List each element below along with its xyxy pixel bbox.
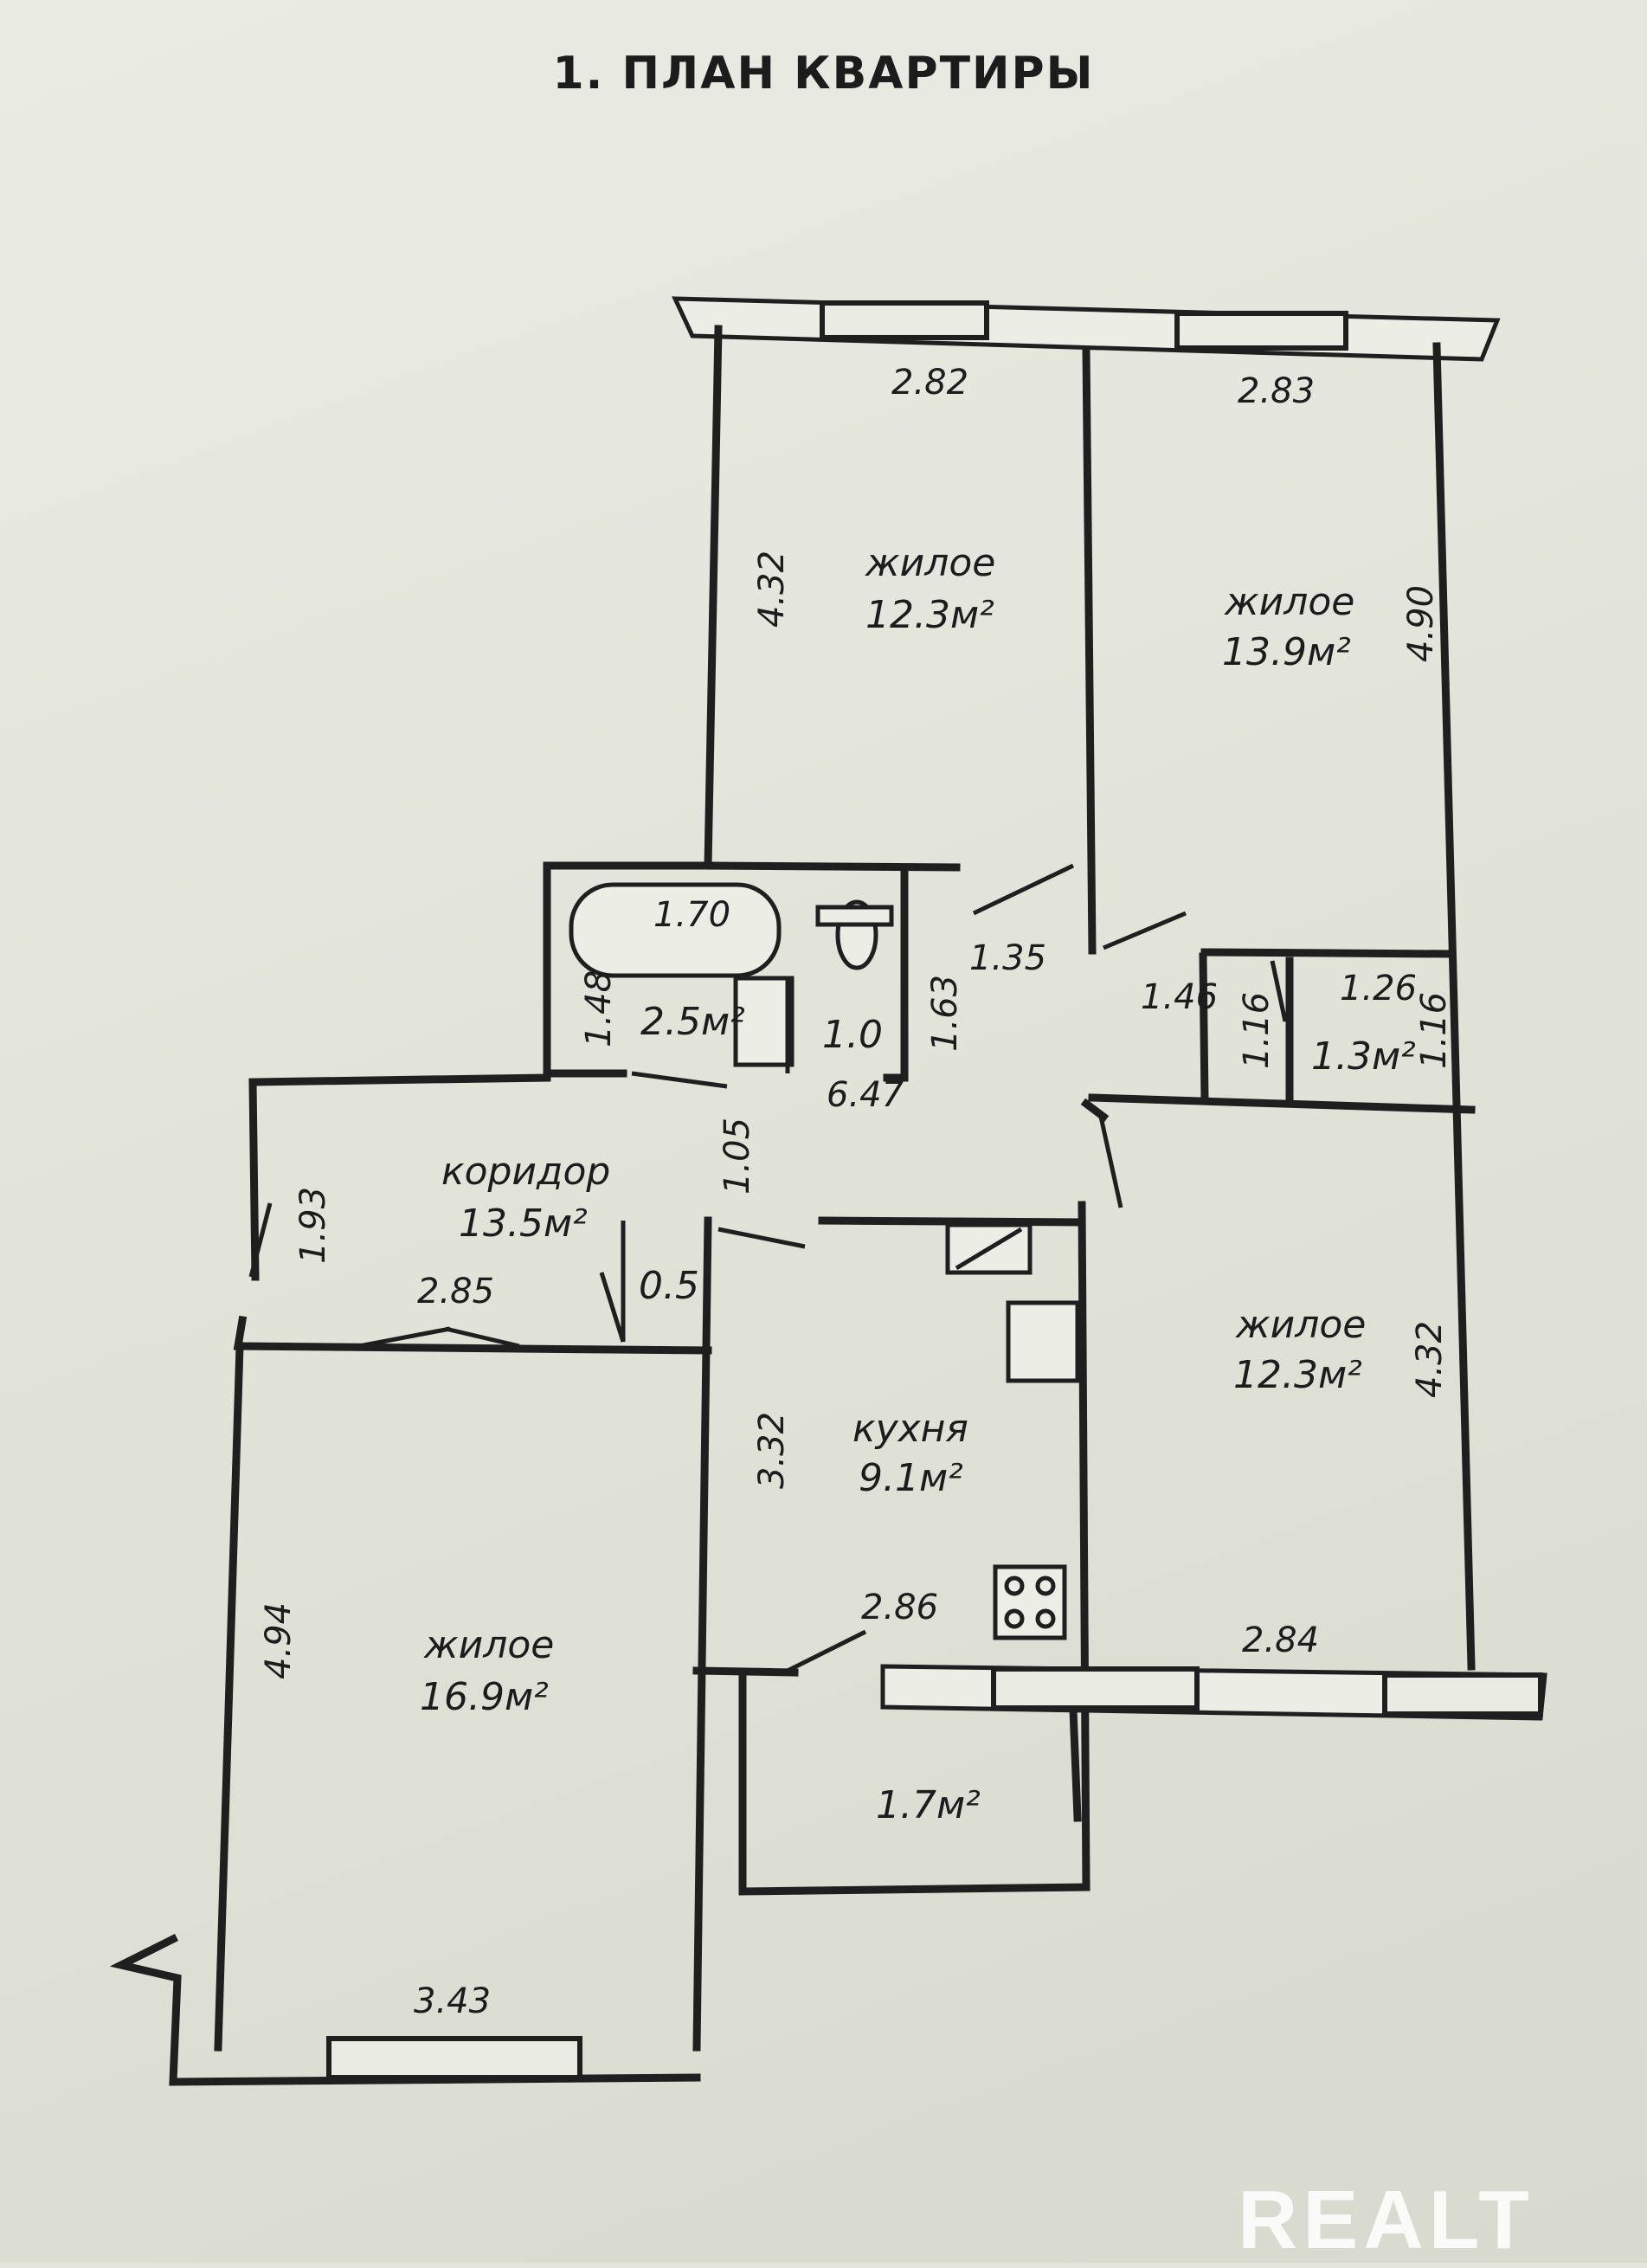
walls bbox=[214, 325, 1476, 2052]
dim-1-63: 1.63 bbox=[925, 975, 965, 1052]
window-top-2 bbox=[1174, 311, 1348, 351]
room-area-kitchen: 9.1м² bbox=[859, 1456, 963, 1500]
room-area-bathroom: 2.5м² bbox=[640, 1000, 745, 1044]
room-area-living-3: 12.3м² bbox=[1233, 1353, 1362, 1397]
dim-1-05: 1.05 bbox=[717, 1118, 757, 1195]
room-area-living-1: 12.3м² bbox=[865, 593, 994, 637]
room-area-toilet: 1.0 bbox=[822, 1013, 883, 1057]
dim-3-32: 3.32 bbox=[752, 1412, 792, 1489]
sink-icon bbox=[733, 976, 795, 1067]
window-kitchen bbox=[991, 1666, 1200, 1711]
dim-2-86: 2.86 bbox=[861, 1588, 938, 1627]
dimensions: 2.82 2.83 4.32 4.90 1.70 1.48 1.63 1.35 … bbox=[259, 363, 1454, 2021]
room-area-balcony: 1.7м² bbox=[876, 1783, 981, 1827]
dim-1-70: 1.70 bbox=[653, 895, 730, 935]
room-name-living-2: жилое bbox=[1224, 580, 1354, 624]
bathroom bbox=[543, 861, 909, 1082]
dim-2-83: 2.83 bbox=[1238, 371, 1315, 411]
dim-1-16-b: 1.16 bbox=[1414, 992, 1454, 1069]
dim-6-47: 6.47 bbox=[827, 1075, 904, 1115]
kitchen-fixtures bbox=[945, 1222, 1080, 1640]
dim-4-32-a: 4.32 bbox=[752, 551, 792, 628]
dim-3-43: 3.43 bbox=[414, 1981, 491, 2021]
room-name-kitchen: кухня bbox=[852, 1407, 968, 1451]
room-area-corridor: 13.5м² bbox=[459, 1202, 588, 1246]
dim-2-82: 2.82 bbox=[891, 363, 968, 403]
room-name-living-1: жилое bbox=[865, 541, 995, 585]
room-area-storage: 1.3м² bbox=[1311, 1034, 1416, 1079]
realt-watermark: REALT bbox=[1238, 2174, 1534, 2266]
doors bbox=[248, 863, 1288, 1673]
balcony-wall bbox=[880, 1664, 1547, 1822]
dim-1-93: 1.93 bbox=[293, 1187, 333, 1264]
dim-1-48: 1.48 bbox=[579, 970, 619, 1047]
dim-2-84: 2.84 bbox=[1242, 1620, 1319, 1660]
window-bottom bbox=[326, 2036, 582, 2080]
window-living-3 bbox=[1382, 1672, 1543, 1717]
room-area-living-4: 16.9м² bbox=[420, 1675, 549, 1719]
top-exterior-wall bbox=[672, 296, 1501, 362]
dim-2-85: 2.85 bbox=[417, 1272, 494, 1311]
room-labels: жилое 12.3м² жилое 13.9м² жилое 12.3м² ж… bbox=[420, 541, 1416, 1827]
bottom-exterior-wall bbox=[109, 1933, 701, 2086]
plan-title: 1. ПЛАН КВАРТИРЫ bbox=[552, 48, 1095, 100]
room-area-living-2: 13.9м² bbox=[1222, 630, 1351, 674]
dim-1-26: 1.26 bbox=[1340, 969, 1417, 1008]
kitchen-sink-icon bbox=[1006, 1300, 1080, 1383]
dim-4-94: 4.94 bbox=[259, 1602, 299, 1679]
dim-1-46: 1.46 bbox=[1141, 977, 1218, 1017]
dim-1-35: 1.35 bbox=[969, 938, 1046, 978]
window-top-1 bbox=[820, 300, 989, 340]
dim-4-90: 4.90 bbox=[1401, 585, 1441, 662]
room-name-corridor: коридор bbox=[441, 1150, 610, 1194]
dim-4-32-b: 4.32 bbox=[1410, 1321, 1450, 1398]
stove-icon bbox=[993, 1564, 1067, 1640]
dim-1-16-a: 1.16 bbox=[1237, 992, 1277, 1069]
bathtub-icon bbox=[569, 882, 782, 978]
room-area-closet: 0.5 bbox=[639, 1264, 699, 1308]
room-name-living-4: жилое bbox=[423, 1623, 554, 1667]
room-name-living-3: жилое bbox=[1235, 1303, 1366, 1347]
